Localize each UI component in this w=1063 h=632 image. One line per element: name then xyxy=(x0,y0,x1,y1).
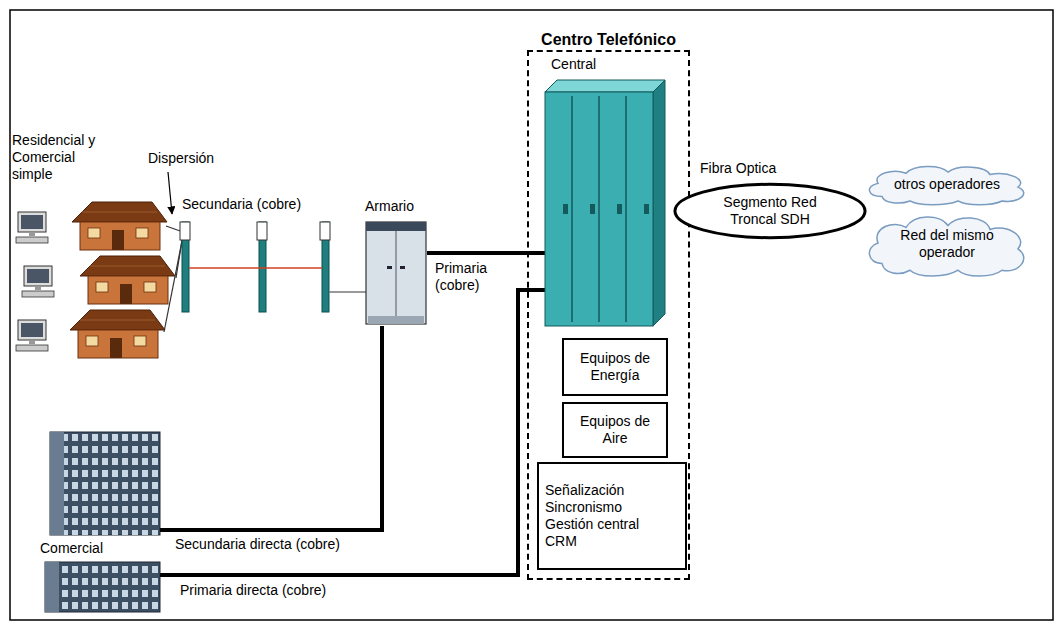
primary-direct-wire xyxy=(160,290,545,575)
node-text: otros operadores xyxy=(894,176,1000,193)
pole-armario-wire xyxy=(329,291,366,293)
backbone-ellipse: Segmento Red Troncal SDH xyxy=(673,182,867,240)
equipment-box: Equipos de Energía xyxy=(562,338,668,396)
poles xyxy=(180,222,330,312)
pointer-arrow xyxy=(168,172,172,214)
cabinet-shape xyxy=(545,56,665,328)
buildings xyxy=(45,432,160,612)
exchange-building: Centro TelefónicoCentralEquipos de Energ… xyxy=(527,30,690,580)
network-cloud: otros operadores xyxy=(862,162,1032,206)
services-box: Señalización Sincronismo Gestión central… xyxy=(537,462,687,570)
houses xyxy=(70,202,175,358)
armario-shape xyxy=(365,198,427,326)
node-text: Centro Telefónico xyxy=(527,30,690,49)
node-text: Red del mismo operador xyxy=(887,227,1007,261)
frame xyxy=(10,10,1053,620)
street-cabinet: Armario xyxy=(365,198,427,326)
free-label: Fibra Optica xyxy=(700,160,776,177)
network-cloud: Red del mismo operador xyxy=(862,210,1032,278)
node-text: Segmento Red Troncal SDH xyxy=(715,194,825,228)
node-text: Central xyxy=(545,56,665,73)
cable-label: Primaria (cobre) xyxy=(433,260,509,294)
exchange-switch: Central xyxy=(545,56,665,328)
secondary-direct-wire xyxy=(160,326,382,530)
node-text: Equipos de Aire xyxy=(569,413,661,447)
free-label: Dispersión xyxy=(148,150,214,167)
dispersion-wires xyxy=(164,226,183,332)
computers xyxy=(16,212,54,351)
node-text: Armario xyxy=(365,198,427,215)
free-label: Comercial xyxy=(40,540,103,557)
node-text: Señalización Sincronismo Gestión central… xyxy=(545,482,657,549)
node-text: Equipos de Energía xyxy=(569,350,661,384)
free-label: Secundaria (cobre) xyxy=(182,196,301,213)
secondary-wire xyxy=(189,267,322,269)
free-label: Secundaria directa (cobre) xyxy=(175,536,340,553)
free-label: Residencial y Comercial simple xyxy=(12,132,104,182)
equipment-box: Equipos de Aire xyxy=(562,402,668,458)
free-label: Primaria directa (cobre) xyxy=(180,582,326,599)
